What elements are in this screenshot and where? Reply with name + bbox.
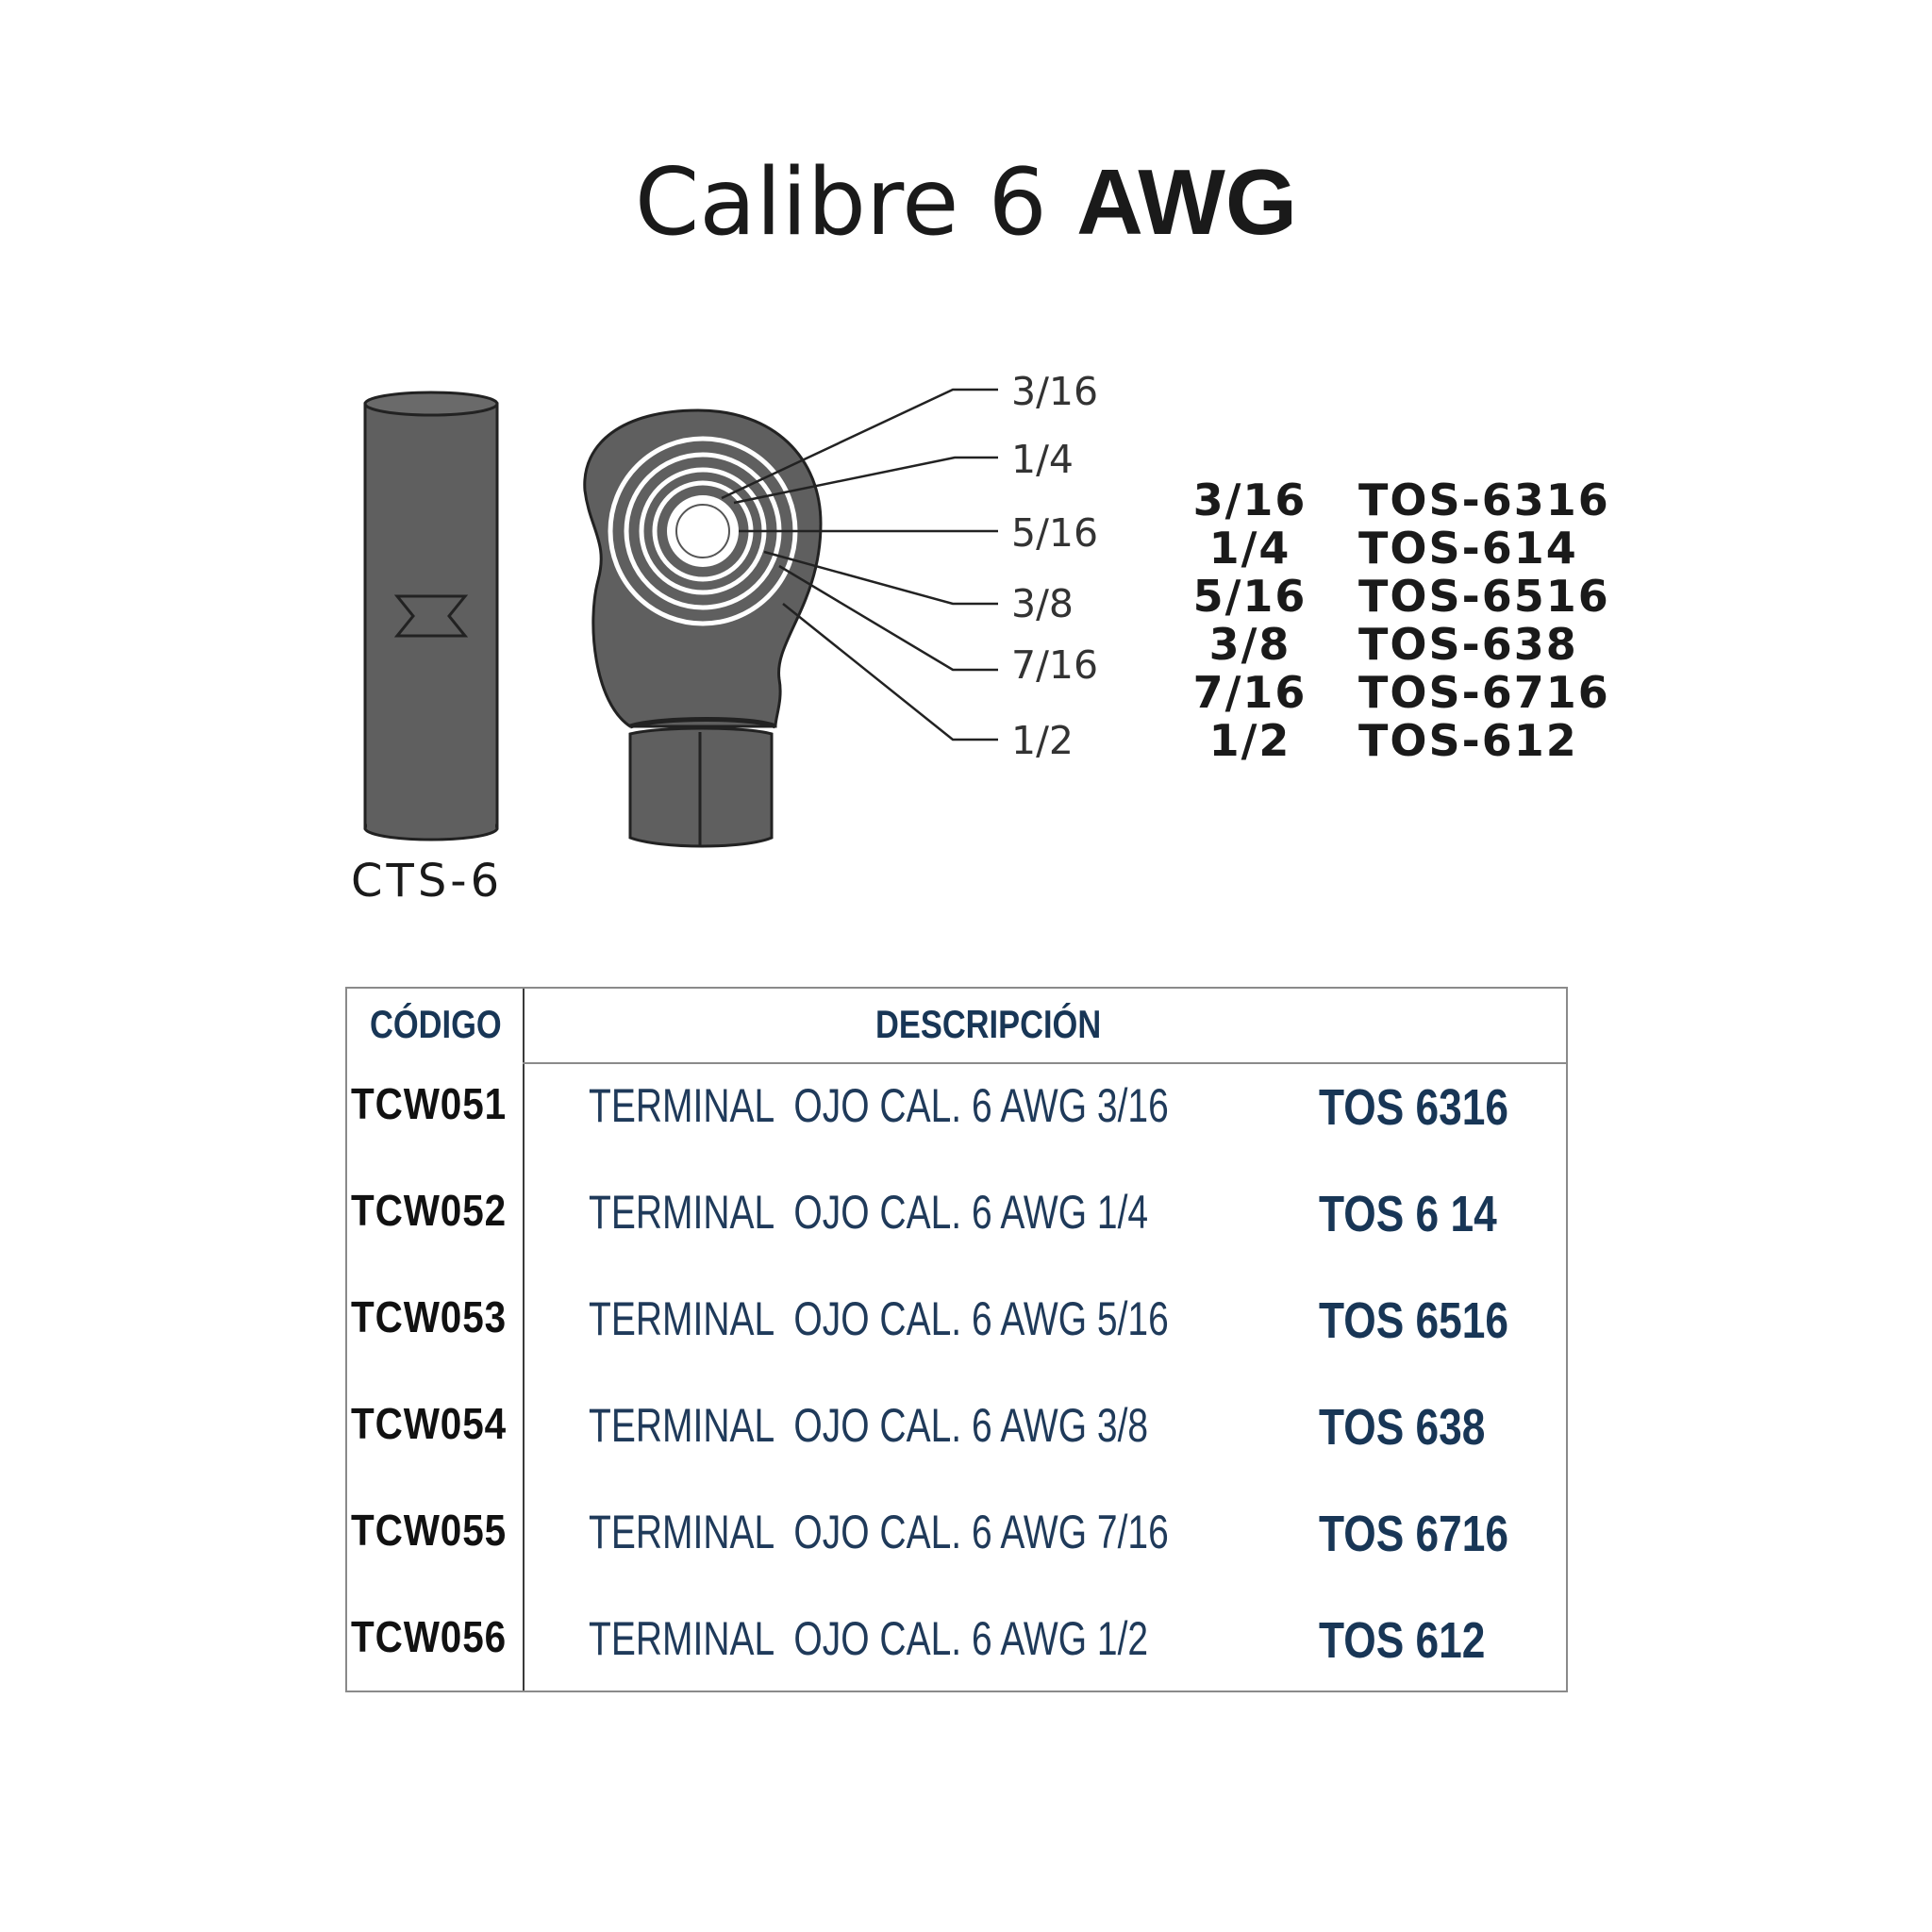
row-reference: TOS 612 [1319,1612,1486,1669]
row-code: TCW054 [351,1399,507,1448]
ring-size-label: 3/8 [1011,581,1074,626]
sleeve-label: CTS-6 [351,855,504,908]
row-description: TERMINAL OJO CAL. 6 AWG 3/8 [589,1399,1149,1452]
row-description: TERMINAL OJO CAL. 6 AWG 5/16 [589,1292,1169,1345]
ring-size-label: 3/16 [1011,369,1099,414]
leader-lines [721,388,998,741]
row-reference: TOS 6 14 [1319,1186,1497,1242]
header-description: DESCRIPCIÓN [875,1002,1102,1046]
row-code: TCW052 [351,1186,507,1235]
row-reference: TOS 6716 [1319,1506,1509,1562]
reference-size: 3/8 [1208,619,1291,670]
reference-size: 5/16 [1192,571,1307,622]
reference-code: TOS-614 [1358,523,1578,574]
row-code: TCW056 [351,1612,507,1661]
row-description: TERMINAL OJO CAL. 6 AWG 1/4 [589,1186,1149,1239]
crimp-mark-icon [393,594,469,638]
table-row: TCW056 TERMINAL OJO CAL. 6 AWG 1/2 TOS 6… [347,1611,1566,1669]
table-row: TCW053 TERMINAL OJO CAL. 6 AWG 5/16 TOS … [347,1291,1566,1349]
product-table: CÓDIGO DESCRIPCIÓN TCW051 TERMINAL OJO C… [345,987,1568,1692]
title-text: Calibre 6 [634,149,1047,257]
reference-size: 3/16 [1192,475,1307,525]
reference-code: TOS-612 [1358,715,1578,766]
table-row: TCW054 TERMINAL OJO CAL. 6 AWG 3/8 TOS 6… [347,1398,1566,1456]
row-code: TCW051 [351,1079,507,1128]
title-bold-text: AWG [1076,150,1298,254]
page-title: Calibre 6 AWG [0,156,1932,249]
reference-code: TOS-6516 [1358,571,1610,622]
butt-sleeve-illustration [363,391,499,841]
reference-size: 1/4 [1208,523,1291,574]
header-divider [523,1062,1566,1064]
ring-terminal-illustration [583,408,823,848]
table-row: TCW052 TERMINAL OJO CAL. 6 AWG 1/4 TOS 6… [347,1185,1566,1242]
reference-size: 7/16 [1192,667,1307,718]
row-description: TERMINAL OJO CAL. 6 AWG 3/16 [589,1079,1169,1132]
row-reference: TOS 6516 [1319,1292,1509,1349]
row-code: TCW055 [351,1506,507,1555]
ring-size-label: 1/2 [1011,718,1074,763]
ring-size-label: 1/4 [1011,437,1074,482]
table-row: TCW055 TERMINAL OJO CAL. 6 AWG 7/16 TOS … [347,1505,1566,1562]
header-code: CÓDIGO [370,1002,502,1046]
row-code: TCW053 [351,1292,507,1341]
row-description: TERMINAL OJO CAL. 6 AWG 7/16 [589,1506,1169,1558]
reference-code: TOS-6316 [1358,475,1610,525]
ring-size-label: 5/16 [1011,510,1099,556]
table-row: TCW051 TERMINAL OJO CAL. 6 AWG 3/16 TOS … [347,1078,1566,1136]
row-reference: TOS 6316 [1319,1079,1509,1136]
reference-code: TOS-6716 [1358,667,1610,718]
column-divider [523,989,525,1690]
reference-size: 1/2 [1208,715,1291,766]
row-reference: TOS 638 [1319,1399,1486,1456]
ring-size-label: 7/16 [1011,642,1099,688]
reference-code: TOS-638 [1358,619,1578,670]
row-description: TERMINAL OJO CAL. 6 AWG 1/2 [589,1612,1149,1665]
